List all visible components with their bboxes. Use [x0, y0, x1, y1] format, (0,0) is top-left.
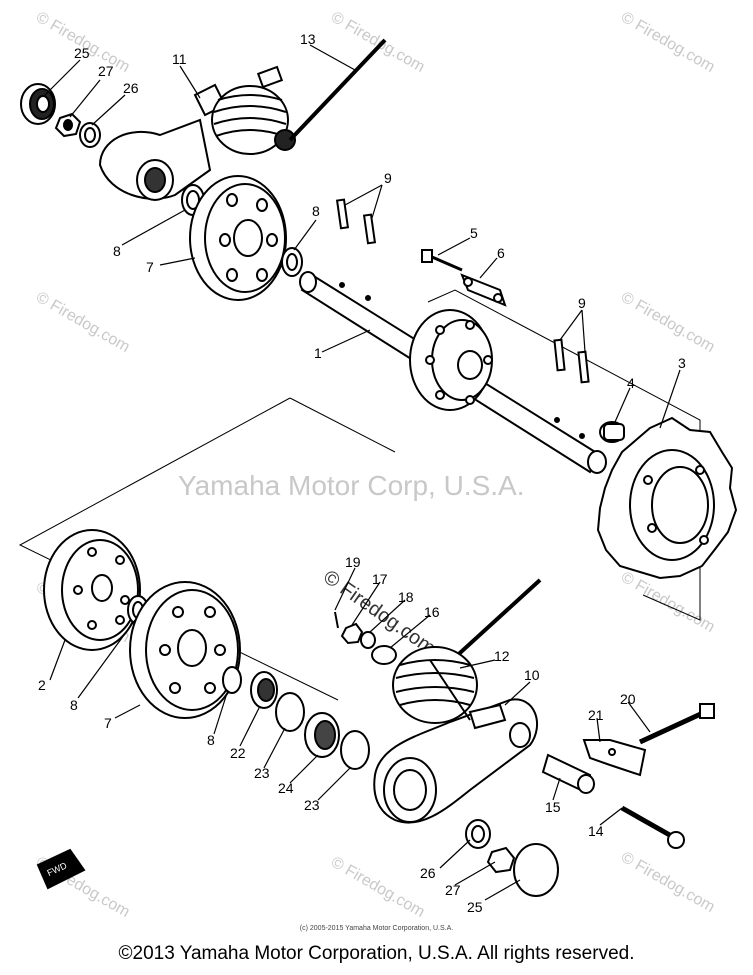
- pin-9-b: [362, 213, 377, 245]
- callout-16: 16: [424, 604, 440, 620]
- spring-cam-11: [211, 65, 296, 155]
- watermark-tile: © Firedog.com: [33, 289, 133, 356]
- clip-6: [460, 273, 507, 307]
- washer-16: [371, 645, 397, 665]
- nut-27-top: [54, 112, 82, 138]
- tensioner-arm-10: [373, 698, 539, 824]
- stud-14: [620, 805, 685, 849]
- bearing-22: [250, 671, 278, 709]
- watermark-tile: © Firedog.com: [618, 849, 718, 916]
- collar-4: [599, 421, 625, 443]
- callout-18: 18: [398, 589, 414, 605]
- callout-25: 25: [467, 899, 483, 915]
- watermark-tile: © Firedog.com: [328, 854, 428, 921]
- callout-1: 1: [314, 345, 322, 361]
- callout-13: 13: [300, 31, 316, 47]
- callout-14: 14: [588, 823, 604, 839]
- shaft-flange: [409, 309, 493, 411]
- small-copyright: (c) 2005-2015 Yamaha Motor Corporation, …: [299, 925, 454, 932]
- callouts: 25 27 26 11 13 8 7 8 9 5 6 1 9 4 3 2 8 7…: [38, 31, 686, 915]
- washer-8-shaft-hole: [286, 253, 298, 271]
- callout-11: 11: [172, 51, 187, 67]
- circlip-23-a: [275, 692, 305, 732]
- callout-24: 24: [278, 780, 294, 796]
- watermark-tile: © Firedog.com: [618, 289, 718, 356]
- callout-9: 9: [384, 170, 392, 186]
- callout-8: 8: [113, 243, 121, 259]
- footer-copyright: ©2013 Yamaha Motor Corporation, U.S.A. A…: [118, 943, 635, 964]
- callout-21: 21: [588, 707, 604, 723]
- washer-26-lower-hole: [471, 825, 485, 843]
- callout-27: 27: [98, 63, 114, 79]
- callout-23: 23: [254, 765, 270, 781]
- callout-12: 12: [494, 648, 510, 664]
- sprocket-3: [596, 416, 738, 580]
- washer-8-lower-right: [222, 666, 242, 694]
- circlip-23-b: [340, 730, 370, 770]
- sheave-7-lower: [129, 581, 241, 719]
- pin-9-a: [335, 198, 350, 230]
- callout-2: 2: [38, 677, 46, 693]
- exploded-boundary-line: [289, 397, 396, 453]
- callout-17: 17: [372, 571, 388, 587]
- callout-15: 15: [545, 799, 561, 815]
- secondary-sheave-11: [98, 83, 227, 201]
- callout-4: 4: [627, 375, 635, 391]
- cap-25-lower: [513, 843, 559, 897]
- callout-8: 8: [70, 697, 78, 713]
- callout-20: 20: [620, 691, 636, 707]
- bracket-21: [582, 739, 647, 777]
- plate-2: [43, 529, 141, 651]
- watermark-tile: © Firedog.com: [618, 9, 718, 76]
- watermark-tile: © Firedog.com: [33, 9, 133, 76]
- bolt-5: [421, 249, 463, 272]
- bearing-24: [304, 712, 340, 758]
- watermark-tile: © Firedog.com: [328, 9, 428, 76]
- callout-3: 3: [678, 355, 686, 371]
- pin-9-d: [577, 350, 590, 384]
- callout-9: 9: [578, 295, 586, 311]
- callout-26: 26: [420, 865, 436, 881]
- callout-27: 27: [445, 882, 461, 898]
- cotter-pin-19: [334, 611, 339, 629]
- callout-7: 7: [146, 259, 154, 275]
- exploded-boundary-upper: [427, 289, 701, 621]
- watermark-tile: © Firedog.com: [618, 569, 718, 636]
- watermark-center: Yamaha Motor Corp, U.S.A.: [178, 470, 525, 501]
- nut-17: [340, 622, 364, 645]
- callout-22: 22: [230, 745, 246, 761]
- nut-27-lower: [486, 846, 516, 874]
- callout-25: 25: [74, 45, 90, 61]
- sheave-7-upper: [189, 175, 287, 301]
- washer-18: [360, 631, 376, 649]
- bolt-20: [638, 703, 715, 745]
- callout-6: 6: [497, 245, 505, 261]
- rod-12: [448, 578, 542, 664]
- callout-7: 7: [104, 715, 112, 731]
- leader-lines: [44, 44, 681, 901]
- callout-19: 19: [345, 554, 361, 570]
- pin-15: [541, 753, 595, 794]
- callout-8: 8: [312, 203, 320, 219]
- fwd-arrow-icon: [36, 848, 86, 890]
- callout-26: 26: [123, 80, 139, 96]
- rod-13: [288, 38, 387, 142]
- spring-12: [392, 646, 478, 724]
- callout-10: 10: [524, 667, 540, 683]
- callout-5: 5: [470, 225, 478, 241]
- pin-9-c: [553, 338, 566, 372]
- callout-23: 23: [304, 797, 320, 813]
- washer-26-top-hole: [84, 127, 96, 143]
- callout-8: 8: [207, 732, 215, 748]
